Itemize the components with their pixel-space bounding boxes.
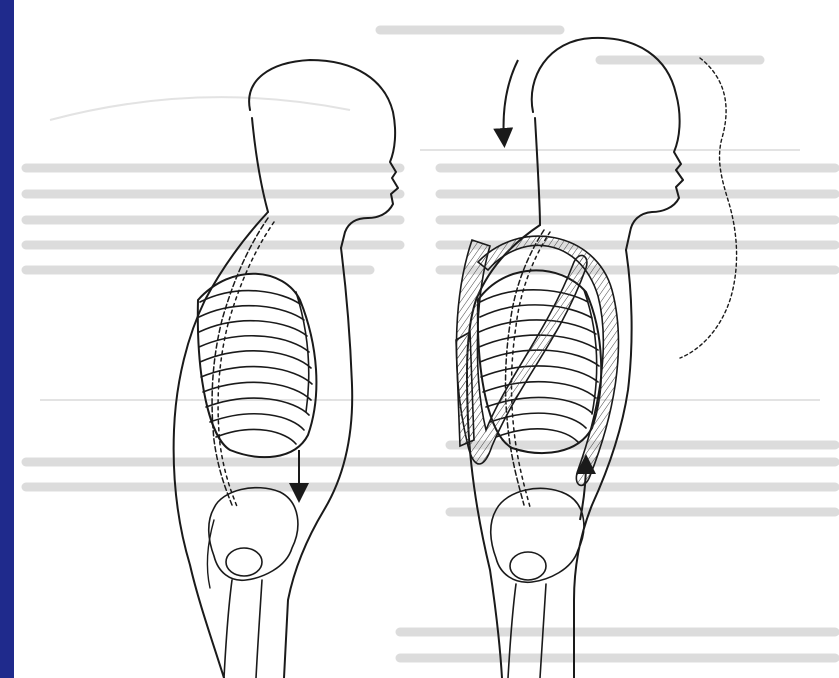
slide-frame-left (0, 0, 14, 678)
right-abdominal-block (456, 332, 474, 446)
